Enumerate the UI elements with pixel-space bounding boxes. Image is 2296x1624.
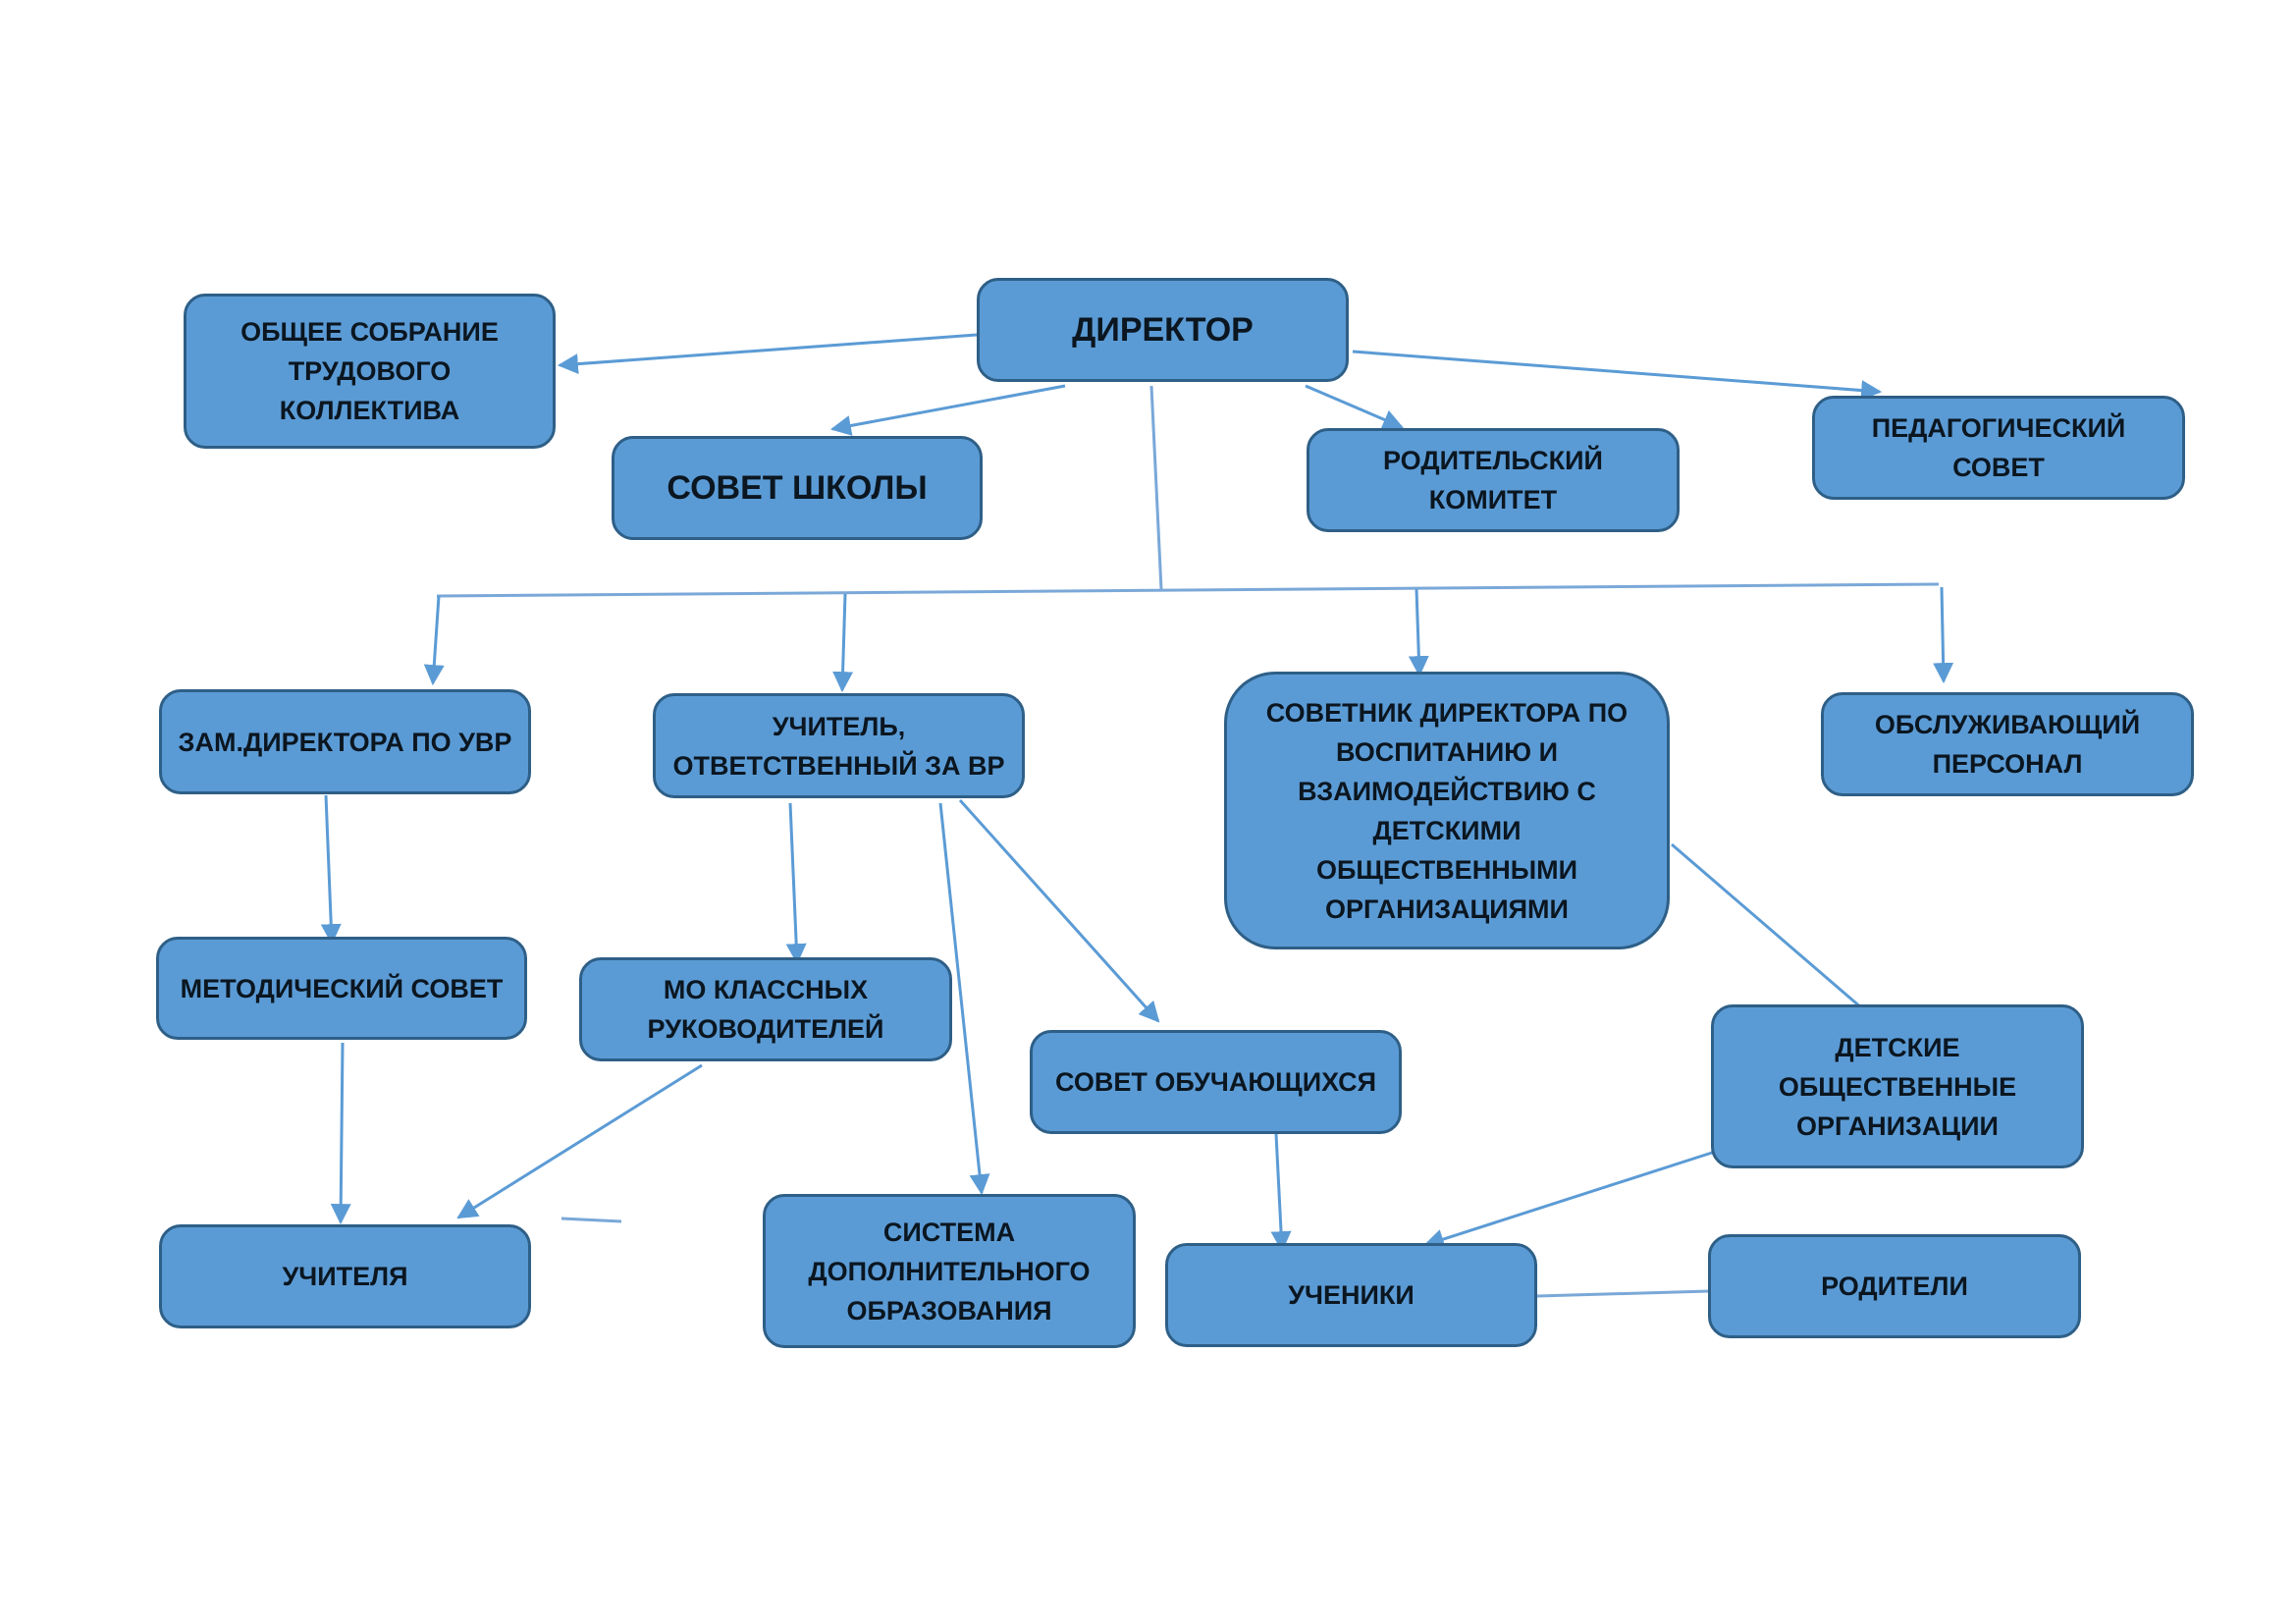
node-deputy-director: ЗАМ.ДИРЕКТОРА ПО УВР (159, 689, 531, 794)
node-school-council: СОВЕТ ШКОЛЫ (612, 436, 983, 540)
edge-bus-service-staff (1933, 586, 1954, 684)
edge-teacher-vr-additional (938, 802, 990, 1196)
node-general-meeting: ОБЩЕЕ СОБРАНИЕ ТРУДОВОГО КОЛЛЕКТИВА (184, 294, 556, 449)
node-pedagogical-council: ПЕДАГОГИЧЕСКИЙ СОВЕТ (1812, 396, 2185, 500)
node-teacher-vr: УЧИТЕЛЬ, ОТВЕТСТВЕННЫЙ ЗА ВР (653, 693, 1025, 798)
edge-children-orgs-students (1423, 1150, 1716, 1250)
edge-bus-deputy (423, 595, 445, 686)
node-service-staff: ОБСЛУЖИВАЮЩИЙ ПЕРСОНАЛ (1821, 692, 2194, 796)
node-parents: РОДИТЕЛИ (1708, 1234, 2081, 1338)
node-children-orgs: ДЕТСКИЕ ОБЩЕСТВЕННЫЕ ОРГАНИЗАЦИИ (1711, 1004, 2084, 1168)
edge-mo-teachers (456, 1063, 703, 1219)
edge-bus-advisor (1408, 588, 1429, 677)
edge-stray-mark (561, 1217, 622, 1223)
edge-director-parent-committee (1305, 384, 1404, 430)
edge-students-parents (1536, 1289, 1710, 1298)
edge-director-pedagogical-council (1352, 350, 1883, 402)
edge-teacher-vr-student-council (958, 798, 1160, 1023)
node-advisor: СОВЕТНИК ДИРЕКТОРА ПО ВОСПИТАНИЮ И ВЗАИМ… (1224, 672, 1670, 949)
node-mo-class-leaders: МО КЛАССНЫХ РУКОВОДИТЕЛЕЙ (579, 957, 952, 1061)
edge-bus-teacher-vr (832, 593, 854, 693)
edge-methodical-teachers (330, 1042, 351, 1225)
edge-director-school-council (829, 384, 1066, 436)
node-parent-committee: РОДИТЕЛЬСКИЙ КОМИТЕТ (1307, 428, 1680, 532)
node-student-council: СОВЕТ ОБУЧАЮЩИХСЯ (1030, 1030, 1402, 1134)
edge-horizontal-bus (436, 582, 1940, 598)
edge-advisor-children-orgs (1671, 842, 1863, 1010)
node-methodical-council: МЕТОДИЧЕСКИЙ СОВЕТ (156, 937, 527, 1040)
edge-deputy-methodical (320, 794, 342, 946)
edge-student-council-students (1270, 1133, 1292, 1253)
node-students: УЧЕНИКИ (1165, 1243, 1537, 1347)
node-additional-education: СИСТЕМА ДОПОЛНИТЕЛЬНОГО ОБРАЗОВАНИЯ (763, 1194, 1136, 1348)
edge-director-general-meeting (557, 333, 978, 375)
node-teachers: УЧИТЕЛЯ (159, 1224, 531, 1328)
node-director: ДИРЕКТОР (977, 278, 1349, 382)
edge-teacher-vr-mo (785, 802, 807, 965)
edge-director-trunk (1149, 385, 1163, 590)
